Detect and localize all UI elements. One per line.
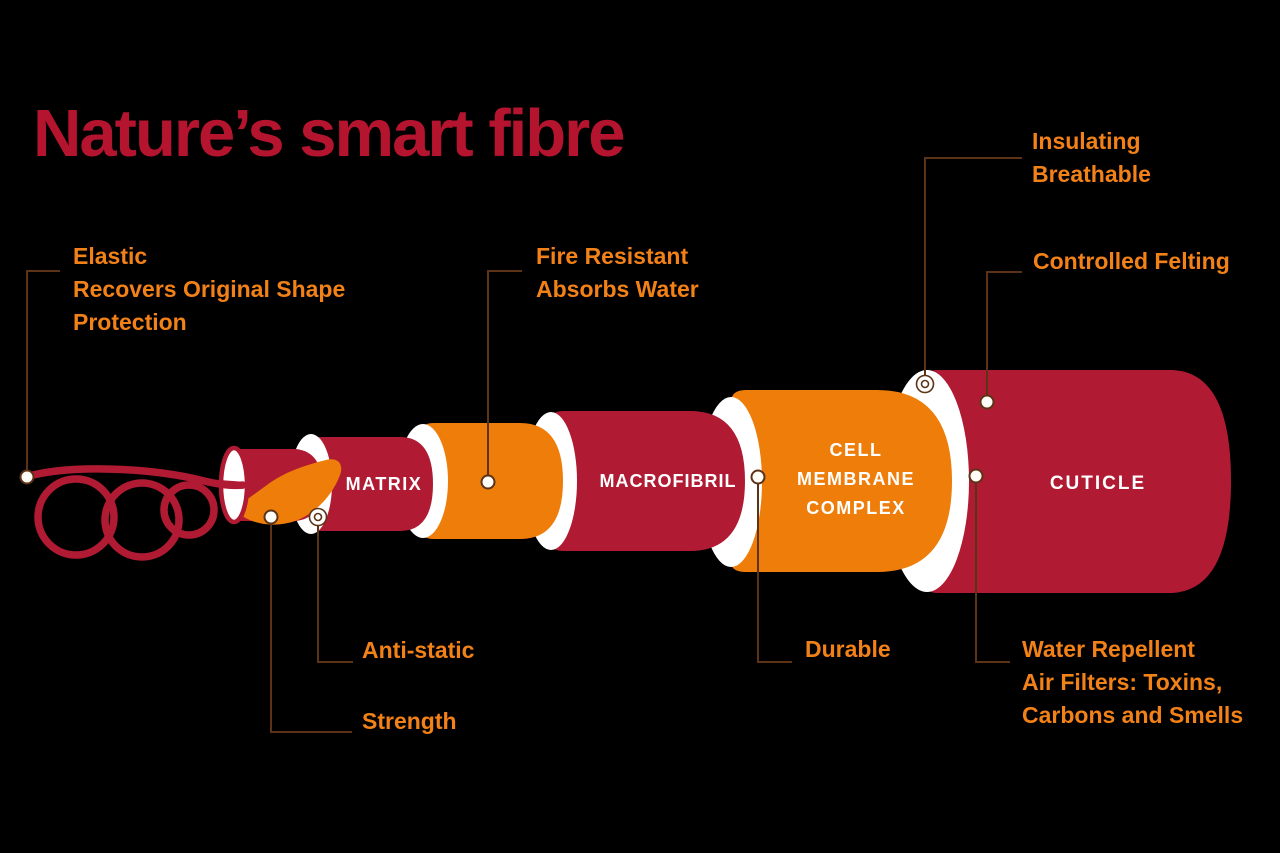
cmc-label-line-1: CELL [830, 440, 883, 460]
coil-thread [24, 465, 245, 490]
callout-durable-line-1: Durable [805, 636, 891, 662]
callout-elastic-line-3: Protection [73, 309, 187, 335]
cell-membrane-complex-cylinder [731, 390, 952, 572]
callout-water-repellent-line-2: Air Filters: Toxins, [1022, 669, 1223, 695]
cuticle-label: CUTICLE [1050, 473, 1146, 494]
durable-leader-line [757, 484, 792, 663]
coil-loop-2 [101, 479, 183, 561]
anti-static-leader-line [317, 526, 353, 663]
callout-elastic-line-1: Elastic [73, 243, 148, 269]
controlled-felting-anchor-dot [979, 394, 995, 410]
matrix-cylinder [311, 437, 433, 531]
insulating-leader-line [924, 157, 1022, 375]
macrofibril-cylinder [551, 411, 745, 551]
cuticle-cylinder [927, 370, 1231, 593]
macrofibril-label: MACROFIBRIL [600, 471, 737, 491]
page-title: Nature’s smart fibre [33, 96, 626, 171]
anti-static-anchor-ring [308, 507, 328, 527]
matrix-label: MATRIX [346, 474, 423, 494]
coil-loop-3 [160, 481, 218, 539]
fire-resistant-leader-line [487, 270, 522, 475]
callout-water-repellent-line-3: Carbons and Smells [1022, 702, 1244, 728]
water-repellent-anchor-dot [968, 468, 984, 484]
callout-insulating-line-2: Breathable [1032, 161, 1151, 187]
callout-durable: Durable [805, 633, 891, 666]
strength-anchor-dot [263, 509, 279, 525]
durable-anchor-dot [750, 469, 766, 485]
leader-lines [19, 157, 1022, 733]
controlled-felting-leader-line [986, 271, 1022, 395]
strength-leader-line [270, 524, 352, 733]
callout-fire-resistant-line-1: Fire Resistant [536, 243, 689, 269]
callout-water-repellent: Water Repellent Air Filters: Toxins, Car… [1022, 633, 1243, 732]
callout-insulating: Insulating Breathable [1032, 125, 1151, 191]
elastic-anchor-dot [19, 469, 35, 485]
callout-strength-line-1: Strength [362, 708, 457, 734]
callout-strength: Strength [362, 705, 457, 738]
elastic-leader-line [26, 270, 60, 470]
callout-anti-static-line-1: Anti-static [362, 637, 475, 663]
insulating-anchor-ring [915, 374, 935, 394]
callout-anti-static: Anti-static [362, 634, 474, 667]
callout-elastic-line-2: Recovers Original Shape [73, 276, 346, 302]
callout-elastic: Elastic Recovers Original Shape Protecti… [73, 240, 345, 339]
wool-coil [24, 465, 245, 561]
callout-water-repellent-line-1: Water Repellent [1022, 636, 1195, 662]
cmc-label-line-2: MEMBRANE [797, 469, 915, 489]
cmc-label-line-3: COMPLEX [806, 498, 906, 518]
callout-controlled-felting: Controlled Felting [1033, 245, 1230, 278]
callout-insulating-line-1: Insulating [1032, 128, 1141, 154]
callout-controlled-felting-line-1: Controlled Felting [1033, 248, 1230, 274]
fire-resistant-anchor-dot [480, 474, 496, 490]
water-repellent-leader-line [975, 483, 1010, 663]
callout-fire-resistant-line-2: Absorbs Water [536, 276, 699, 302]
coil-loop-1 [34, 475, 118, 559]
callout-fire-resistant: Fire Resistant Absorbs Water [536, 240, 699, 306]
